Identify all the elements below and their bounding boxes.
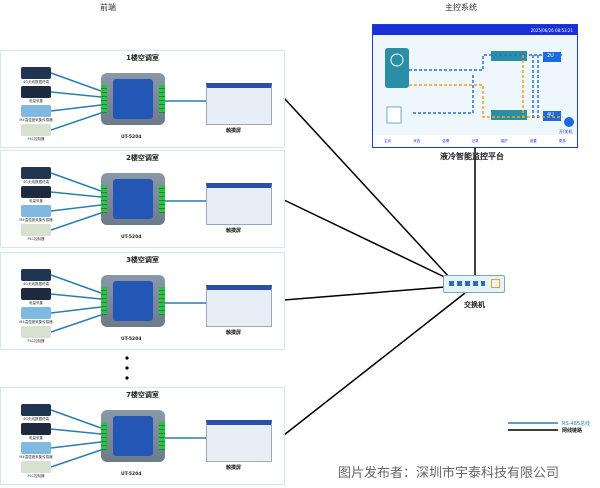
net-link-1 — [283, 97, 451, 279]
rs485-bus — [50, 72, 206, 131]
model-label: UT-5204 — [121, 135, 142, 140]
field-device — [21, 105, 51, 117]
ut-5204-converter — [101, 173, 165, 225]
field-device-label: M4温湿度采集传感器 — [19, 118, 53, 122]
model-label: UT-5204 — [121, 235, 142, 240]
touchscreen — [206, 83, 272, 125]
field-device-label: PLC控制器 — [27, 339, 45, 343]
floor-panel: 3楼空调室 4G无线数据终端 电量采集 M4温湿度采集传感器 PLC控制器 UT… — [0, 252, 285, 350]
field-device — [21, 205, 51, 217]
nav-settings[interactable]: 设置 — [529, 138, 537, 143]
field-device — [21, 67, 51, 79]
nav-alarm[interactable]: 告警 — [442, 138, 450, 143]
monitor-screen: 2025/06/26 08:53:21 2U 4U 开/关机 主页 状态 告警 … — [372, 24, 578, 148]
model-label: UT-5204 — [121, 337, 142, 342]
nav-maintain[interactable]: 维护 — [500, 138, 508, 143]
datetime: 2025/06/26 08:53:21 — [530, 28, 573, 33]
panel-title: 2楼空调室 — [126, 154, 159, 162]
unit-4u: 4U — [547, 112, 554, 118]
switch-label: 交换机 — [464, 301, 485, 309]
screen-nav: 主页 状态 告警 记录 维护 设置 更多 — [373, 135, 577, 147]
nav-more[interactable]: 更多 — [558, 138, 566, 143]
panel-title: 7楼空调室 — [126, 391, 159, 399]
field-device-label: M4温湿度采集传感器 — [19, 455, 53, 459]
panel-title: 1楼空调室 — [126, 54, 159, 62]
field-device-label: 4G无线数据终端 — [23, 282, 49, 286]
floor-panel: 7楼空调室 4G无线数据终端 电量采集 M4温湿度采集传感器 PLC控制器 UT… — [0, 387, 285, 485]
field-device — [21, 269, 51, 281]
net-link-2 — [283, 199, 456, 283]
rs485-bus — [50, 409, 206, 468]
front-header: 前端 — [100, 3, 116, 12]
field-device — [21, 288, 51, 300]
field-device-label: 电量采集 — [29, 436, 43, 440]
screen-topbar: 2025/06/26 08:53:21 — [373, 25, 577, 35]
nav-record[interactable]: 记录 — [471, 138, 479, 143]
touchscreen-label: 触摸屏 — [226, 128, 242, 134]
schematic — [385, 48, 574, 127]
field-device — [21, 307, 51, 319]
field-device — [21, 461, 51, 473]
panel-title: 3楼空调室 — [126, 256, 159, 264]
touchscreen — [206, 285, 272, 327]
floor-panel: 1楼空调室 4G无线数据终端 电量采集 M4温湿度采集传感器 PLC控制器 UT… — [0, 50, 285, 148]
touchscreen-label: 触摸屏 — [226, 228, 242, 234]
field-device-label: PLC控制器 — [27, 237, 45, 241]
field-device — [21, 224, 51, 236]
field-device-label: 电量采集 — [29, 99, 43, 103]
field-device — [21, 86, 51, 98]
legend-rs485: RS-485总线 — [562, 421, 590, 427]
nav-status[interactable]: 状态 — [413, 138, 421, 143]
field-device — [21, 326, 51, 338]
platform-title: 液冷智能监控平台 — [440, 152, 504, 161]
field-device-label: 4G无线数据终端 — [23, 417, 49, 421]
nav-home[interactable]: 主页 — [384, 138, 392, 143]
net-link-3 — [283, 286, 446, 301]
field-device-label: PLC控制器 — [27, 474, 45, 478]
floor-panel: 2楼空调室 4G无线数据终端 电量采集 M4温湿度采集传感器 PLC控制器 UT… — [0, 150, 285, 248]
field-device — [21, 167, 51, 179]
legend-net: 网线链路 — [562, 428, 583, 434]
ut-5204-converter — [101, 410, 165, 462]
field-device-label: 4G无线数据终端 — [23, 80, 49, 84]
field-device — [21, 423, 51, 435]
watermark: 图片发布者：深圳市宇泰科技有限公司 — [338, 466, 560, 481]
net-link-7 — [283, 292, 466, 436]
field-device-label: 4G无线数据终端 — [23, 180, 49, 184]
ut-5204-converter — [101, 275, 165, 327]
field-device-label: 电量采集 — [29, 199, 43, 203]
touchscreen-label: 触摸屏 — [226, 330, 242, 336]
network-switch-icon — [443, 275, 505, 293]
field-device-label: M4温湿度采集传感器 — [19, 320, 53, 324]
unit-2u: 2U — [547, 53, 554, 59]
touchscreen — [206, 420, 272, 462]
field-device-label: PLC控制器 — [27, 137, 45, 141]
rs485-bus — [50, 172, 206, 231]
field-device — [21, 186, 51, 198]
field-device — [21, 404, 51, 416]
field-device-label: M4温湿度采集传感器 — [19, 218, 53, 222]
power-button[interactable]: 开/关机 — [559, 129, 573, 134]
main-header: 主控系统 — [445, 3, 477, 12]
field-device — [21, 124, 51, 136]
field-device-label: 电量采集 — [29, 301, 43, 305]
touchscreen-label: 触摸屏 — [226, 465, 242, 471]
field-device — [21, 442, 51, 454]
ut-5204-converter — [101, 73, 165, 125]
rs485-bus — [50, 274, 206, 333]
touchscreen — [206, 183, 272, 225]
model-label: UT-5204 — [121, 472, 142, 477]
